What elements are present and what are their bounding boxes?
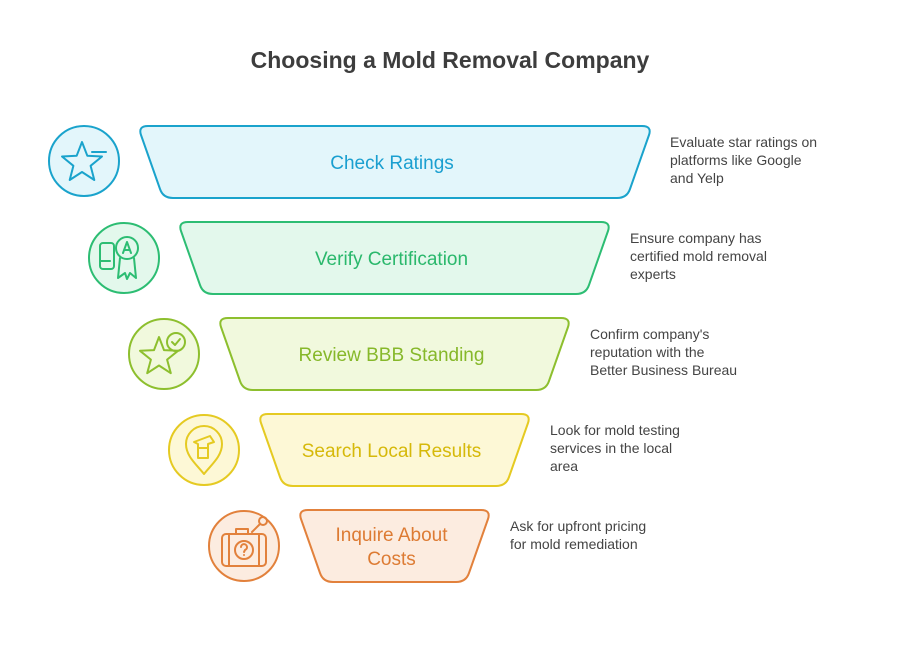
funnel-band <box>139 125 651 199</box>
certificate-icon <box>88 222 160 294</box>
funnel-step-3: Review BBB Standing <box>219 317 570 391</box>
step-description: Look for mold testing services in the lo… <box>550 422 680 474</box>
star-check-icon <box>128 318 200 390</box>
step-description: Confirm company's reputation with the Be… <box>590 326 738 378</box>
step-label: Verify Certification <box>315 249 468 270</box>
step-label: Check Ratings <box>330 153 454 174</box>
funnel-band <box>179 221 610 295</box>
step-description: Evaluate star ratings on platforms like … <box>670 134 818 186</box>
funnel-band <box>299 509 490 583</box>
funnel-band <box>259 413 530 487</box>
briefcase-question-icon <box>208 510 280 582</box>
funnel-band <box>219 317 570 391</box>
star-rating-icon <box>48 125 120 197</box>
step-label: Search Local Results <box>302 441 482 462</box>
step-description: Ensure company has certified mold remova… <box>630 230 767 282</box>
map-pin-icon <box>168 414 240 486</box>
step-description: Ask for upfront pricing for mold remedia… <box>510 518 647 552</box>
step-label: Review BBB Standing <box>299 345 485 366</box>
funnel-step-1: Check Ratings <box>139 125 651 199</box>
funnel-step-2: Verify Certification <box>179 221 610 295</box>
funnel-step-4: Search Local Results <box>259 413 530 487</box>
page-title: Choosing a Mold Removal Company <box>250 47 650 73</box>
